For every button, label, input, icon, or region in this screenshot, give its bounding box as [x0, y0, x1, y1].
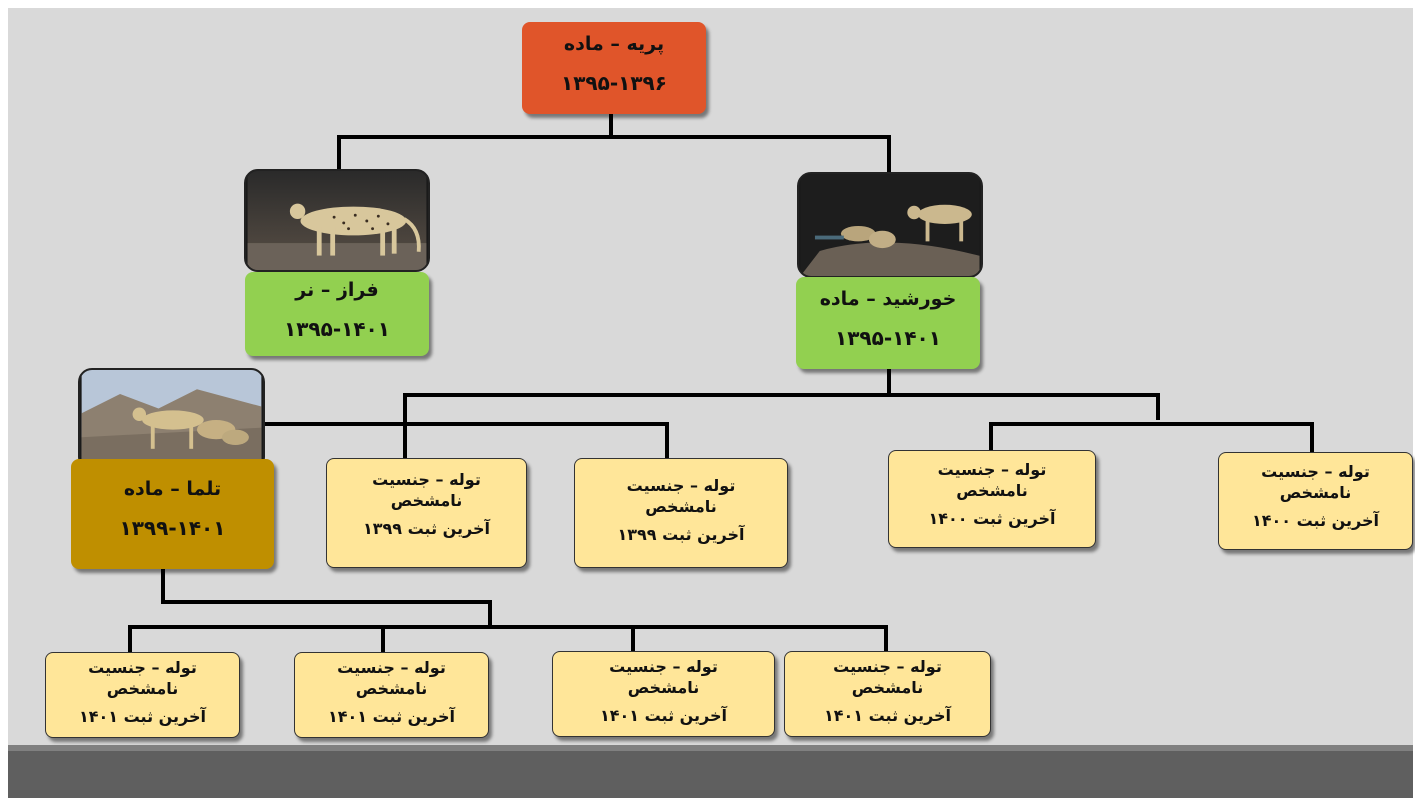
khorshid-years: ۱۳۹۵-۱۴۰۱ [835, 326, 941, 350]
khorshid-cheetah-photo [797, 172, 983, 278]
cub-title: توله – جنسیت [609, 657, 718, 676]
cub-last-record: آخرین ثبت ۱۴۰۱ [78, 707, 207, 726]
khorshid-name: خورشید – ماده [819, 288, 957, 310]
cub-node: توله – جنسیت نامشخص آخرین ثبت ۱۴۰۱ [294, 652, 489, 738]
cub-last-record: آخرین ثبت ۱۴۰۱ [327, 707, 456, 726]
cub-sex: نامشخص [851, 678, 924, 697]
cub-last-record: آخرین ثبت ۱۴۰۱ [823, 706, 952, 725]
cub-last-record: آخرین ثبت ۱۴۰۰ [928, 509, 1056, 528]
faraz-node: فراز – نر ۱۳۹۵-۱۴۰۱ [245, 272, 429, 356]
cub-title: توله – جنسیت [626, 476, 736, 495]
cheetah-photo-icon [247, 171, 427, 270]
cub-node: توله – جنسیت نامشخص آخرین ثبت ۱۴۰۱ [784, 651, 991, 737]
cub-sex: نامشخص [956, 481, 1028, 500]
talma-cheetah-photo [78, 368, 265, 471]
talma-years: ۱۳۹۹-۱۴۰۱ [119, 516, 226, 540]
cub-last-record: آخرین ثبت ۱۳۹۹ [617, 525, 745, 544]
cub-node: توله – جنسیت نامشخص آخرین ثبت ۱۳۹۹ [574, 458, 788, 568]
talma-node: تلما – ماده ۱۳۹۹-۱۴۰۱ [71, 459, 274, 569]
cub-title: توله – جنسیت [372, 470, 481, 489]
cheetah-photo-icon [81, 370, 262, 469]
cheetah-photo-icon [800, 174, 980, 276]
faraz-years: ۱۳۹۵-۱۴۰۱ [284, 317, 390, 341]
faraz-cheetah-photo [244, 169, 430, 272]
cub-sex: نامشخص [627, 678, 700, 697]
cub-title: توله – جنسیت [337, 658, 446, 677]
cub-last-record: آخرین ثبت ۱۳۹۹ [362, 519, 491, 538]
cub-title: توله – جنسیت [833, 657, 942, 676]
cub-title: توله – جنسیت [1261, 462, 1370, 481]
root-years: ۱۳۹۵-۱۳۹۶ [561, 71, 667, 95]
khorshid-node: خورشید – ماده ۱۳۹۵-۱۴۰۱ [796, 277, 980, 369]
cub-sex: نامشخص [106, 679, 179, 698]
cub-node: توله – جنسیت نامشخص آخرین ثبت ۱۴۰۰ [888, 450, 1096, 548]
cub-title: توله – جنسیت [937, 460, 1047, 479]
faraz-name: فراز – نر [295, 279, 379, 301]
cub-node: توله – جنسیت نامشخص آخرین ثبت ۱۴۰۰ [1218, 452, 1413, 550]
root-node: پریه – ماده ۱۳۹۵-۱۳۹۶ [522, 22, 706, 114]
cub-title: توله – جنسیت [88, 658, 197, 677]
cub-sex: نامشخص [355, 679, 428, 698]
root-name: پریه – ماده [563, 33, 665, 55]
cub-node: توله – جنسیت نامشخص آخرین ثبت ۱۴۰۱ [552, 651, 775, 737]
cub-sex: نامشخص [390, 491, 463, 510]
cub-last-record: آخرین ثبت ۱۴۰۱ [599, 706, 728, 725]
cub-node: توله – جنسیت نامشخص آخرین ثبت ۱۴۰۱ [45, 652, 240, 738]
cub-sex: نامشخص [1279, 483, 1352, 502]
cub-last-record: آخرین ثبت ۱۴۰۰ [1251, 511, 1380, 530]
footer-bar [8, 745, 1413, 798]
talma-name: تلما – ماده [123, 478, 222, 500]
cub-node: توله – جنسیت نامشخص آخرین ثبت ۱۳۹۹ [326, 458, 527, 568]
cub-sex: نامشخص [645, 497, 717, 516]
